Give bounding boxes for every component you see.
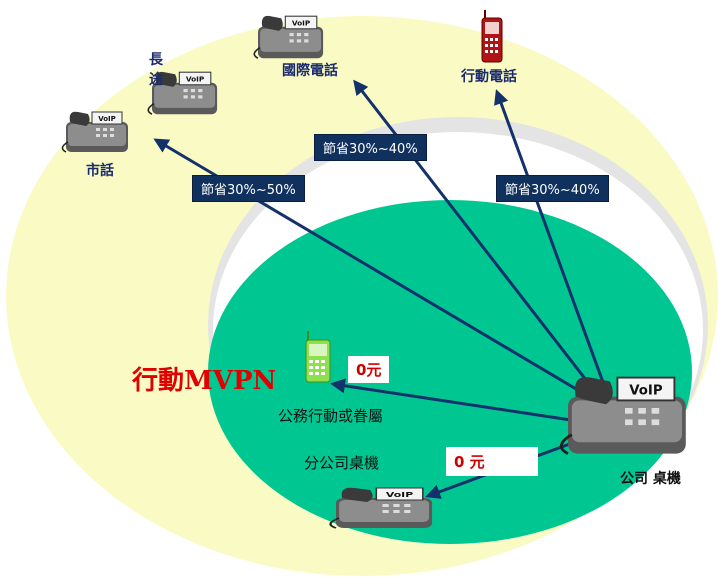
branch-phone-icon (329, 486, 434, 530)
local-call-label: 市話 (86, 163, 114, 179)
long-distance-label-bottom: 途 (149, 72, 163, 88)
branch-cost-box: 0 元 (446, 447, 538, 476)
international-phone-icon (253, 15, 324, 59)
arrow-to-mvpn (330, 378, 585, 424)
savings-international-box: 節省30%~40% (314, 134, 427, 161)
local-phone-icon (61, 110, 129, 153)
international-call-label: 國際電話 (282, 63, 338, 79)
mobile-call-label: 行動電話 (461, 69, 517, 85)
savings-local-long-box: 節省30%~50% (192, 175, 305, 202)
mvpn-cost-box: 0元 (348, 356, 390, 383)
mobile-phone-icon (481, 10, 503, 63)
long-distance-label-top: 長 (149, 52, 163, 68)
company-phone-icon (559, 375, 688, 456)
inner-zone (208, 200, 692, 544)
mvpn-label: 行動MVPN (132, 366, 277, 396)
company-desk-label: 公司 桌機 (620, 471, 681, 487)
mvpn-mobile-icon (305, 331, 331, 383)
arrow-to-mobile (494, 89, 610, 397)
savings-mobile-box: 節省30%~40% (496, 175, 609, 202)
official-mobile-label: 公務行動或眷屬 (278, 407, 384, 425)
long-distance-label: 長 途 (146, 50, 166, 90)
branch-desk-label: 分公司桌機 (304, 454, 380, 472)
